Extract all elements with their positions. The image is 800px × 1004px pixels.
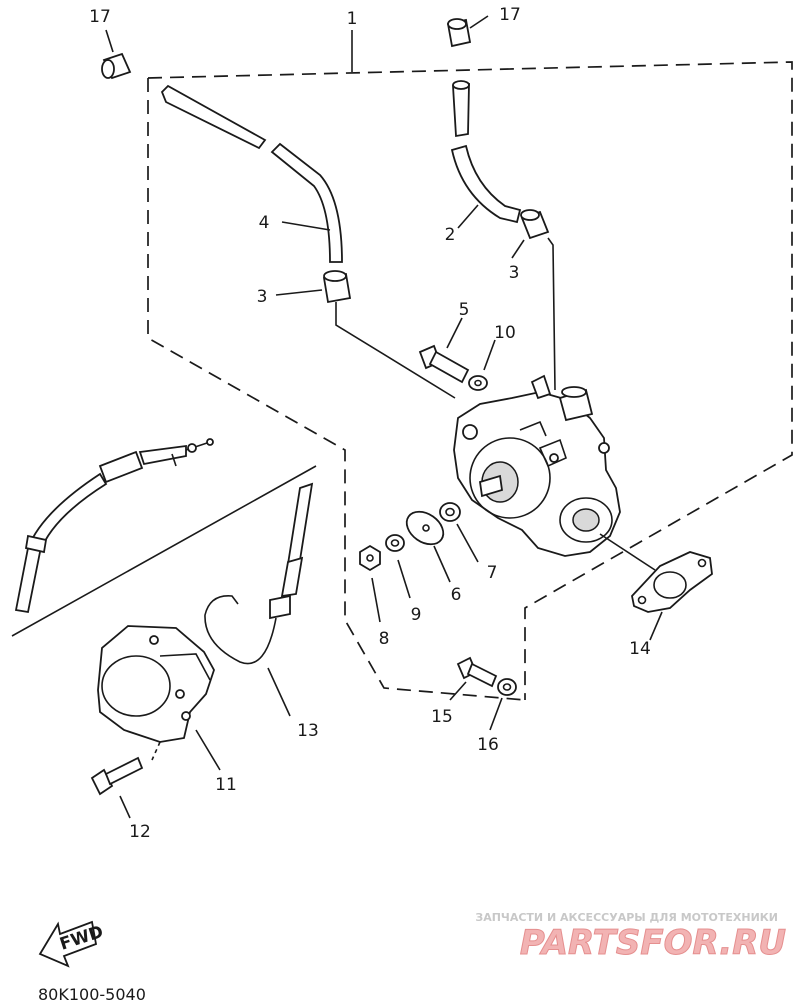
watermark: ЗАПЧАСТИ И АКСЕССУАРЫ ДЛЯ МОТОТЕХНИКИ PA…: [475, 911, 786, 964]
part-3-clamp-left: [275, 270, 456, 399]
callout-10: 10: [494, 323, 516, 343]
callout-11: 11: [215, 775, 237, 795]
callout-12: 12: [129, 822, 151, 842]
callout-13: 13: [297, 721, 319, 741]
part-7-washer: [439, 502, 479, 563]
part-4-hose: [160, 84, 343, 263]
callout-3-left: 3: [257, 287, 268, 307]
callout-6: 6: [451, 585, 462, 605]
part-5-bolt: [418, 317, 470, 384]
part-2-hose: [450, 80, 522, 229]
part-11-cover: [97, 625, 221, 771]
callout-15: 15: [431, 707, 453, 727]
part-16-washer: [489, 678, 517, 731]
callout-3-right: 3: [509, 263, 520, 283]
watermark-tagline: ЗАПЧАСТИ И АКСЕССУАРЫ ДЛЯ МОТОТЕХНИКИ: [475, 911, 778, 924]
part-6-plate: [405, 510, 451, 583]
callout-1: 1: [347, 9, 358, 29]
watermark-site: PARTSFOR.RU: [520, 923, 786, 963]
callout-17-right: 17: [499, 5, 521, 25]
part-17-cap-right: [446, 15, 489, 48]
part-13-sensor: [204, 482, 314, 717]
part-15-bolt: [449, 656, 498, 701]
callout-4: 4: [259, 213, 270, 233]
fwd-arrow-icon: FWD: [38, 920, 106, 968]
part-8-nut: [359, 544, 381, 623]
part-12-bolt: [90, 756, 144, 819]
part-3-clamp-right: [511, 209, 556, 391]
callout-8: 8: [379, 629, 390, 649]
callout-5: 5: [459, 300, 470, 320]
callouts: 1 2 3 3 4 5 6 7 8 9 10 11 12 13 14 15 16…: [89, 5, 651, 842]
callout-7: 7: [487, 563, 498, 583]
part-10-washer: [468, 339, 496, 391]
callout-17-left: 17: [89, 7, 111, 27]
callout-14: 14: [629, 639, 651, 659]
part-9-washer: [385, 534, 411, 599]
cable-assembly: [11, 438, 317, 637]
pump-body: [453, 374, 621, 557]
part-17-cap-left: [101, 29, 132, 80]
assembly-boundary: [147, 30, 793, 701]
callout-9: 9: [411, 605, 422, 625]
callout-2: 2: [445, 225, 456, 245]
part-14-gasket: [599, 533, 713, 641]
callout-16: 16: [477, 735, 499, 755]
drawing-code: 80K100-5040: [38, 985, 146, 1004]
